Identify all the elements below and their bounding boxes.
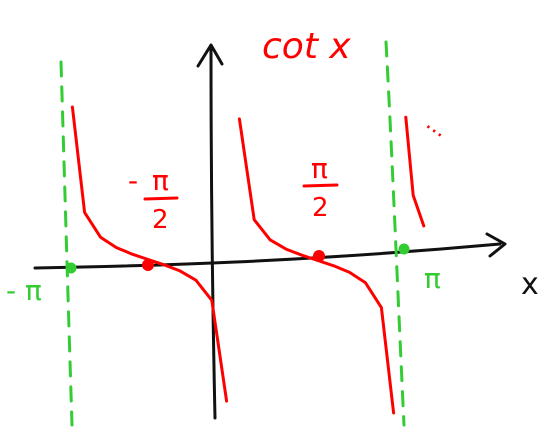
label-neg-pi: - π: [6, 274, 42, 307]
cot-branch-1: [70, 105, 229, 403]
frac-bar-neg: [143, 196, 179, 201]
point-neg-pi: [65, 262, 77, 274]
ellipsis-label: ...: [421, 110, 453, 143]
asymptote-pi: [384, 40, 406, 427]
y-axis-arrowhead: [196, 43, 224, 68]
x-axis-label: x: [521, 267, 539, 302]
asymptotes: [59, 40, 406, 427]
label-pi-half-num: π: [311, 152, 328, 185]
label-pi: π: [424, 262, 441, 295]
label-neg-pi-half-num: π: [152, 164, 169, 197]
function-label: cot x: [262, 26, 351, 67]
y-axis: [209, 46, 217, 420]
zero-pi-half: [313, 250, 325, 262]
labels: cot x - π 2 π 2 π - π x ...: [6, 26, 539, 307]
label-pi-half-den: 2: [312, 193, 329, 223]
x-axis: [33, 242, 502, 270]
label-neg-pi-half-minus: -: [128, 164, 138, 197]
zero-neg-pi-half: [142, 259, 154, 271]
point-pi: [398, 243, 410, 255]
cot-branch-3: [404, 115, 426, 228]
label-neg-pi-half-den: 2: [152, 205, 169, 235]
points: [65, 243, 410, 274]
asymptote-neg-pi: [59, 60, 74, 427]
x-axis-arrowhead: [485, 232, 507, 258]
frac-bar-pos: [302, 183, 339, 188]
axes: [33, 43, 507, 420]
